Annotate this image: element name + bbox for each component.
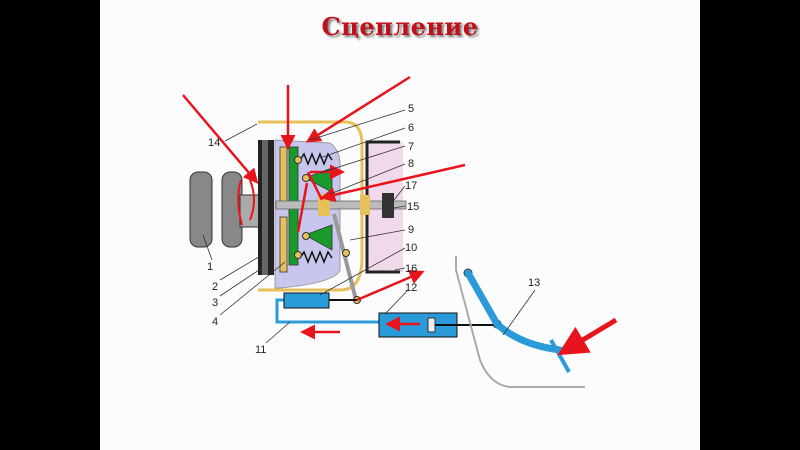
- label-3: 3: [212, 297, 218, 309]
- label-5: 5: [408, 103, 414, 115]
- force-arrows: [182, 75, 618, 356]
- slave-cylinder: [283, 292, 330, 309]
- label-14: 14: [208, 137, 220, 149]
- clutch-pedal: [464, 269, 564, 354]
- label-1: 1: [207, 261, 213, 273]
- label-15: 15: [407, 201, 419, 213]
- spring-bottom: [299, 249, 333, 265]
- hydraulic-line: [275, 298, 382, 324]
- label-4: 4: [212, 316, 218, 328]
- floor-line: [455, 256, 585, 388]
- label-6: 6: [408, 122, 414, 134]
- label-8: 8: [408, 158, 414, 170]
- label-9: 9: [408, 224, 414, 236]
- label-16: 16: [405, 263, 417, 275]
- label-13: 13: [528, 277, 540, 289]
- release-fork: [332, 213, 358, 301]
- leader-lines: [202, 109, 536, 344]
- label-12: 12: [405, 282, 417, 294]
- label-2: 2: [212, 281, 218, 293]
- label-11: 11: [255, 344, 266, 356]
- label-17: 17: [405, 180, 417, 192]
- friction-disc: [279, 146, 288, 203]
- spring-top: [299, 151, 333, 167]
- input-shaft: [275, 200, 407, 210]
- slide-title: Сцепление: [321, 12, 479, 41]
- gear: [382, 193, 394, 218]
- label-10: 10: [405, 242, 417, 254]
- label-7: 7: [408, 141, 414, 153]
- crankshaft: [189, 171, 261, 248]
